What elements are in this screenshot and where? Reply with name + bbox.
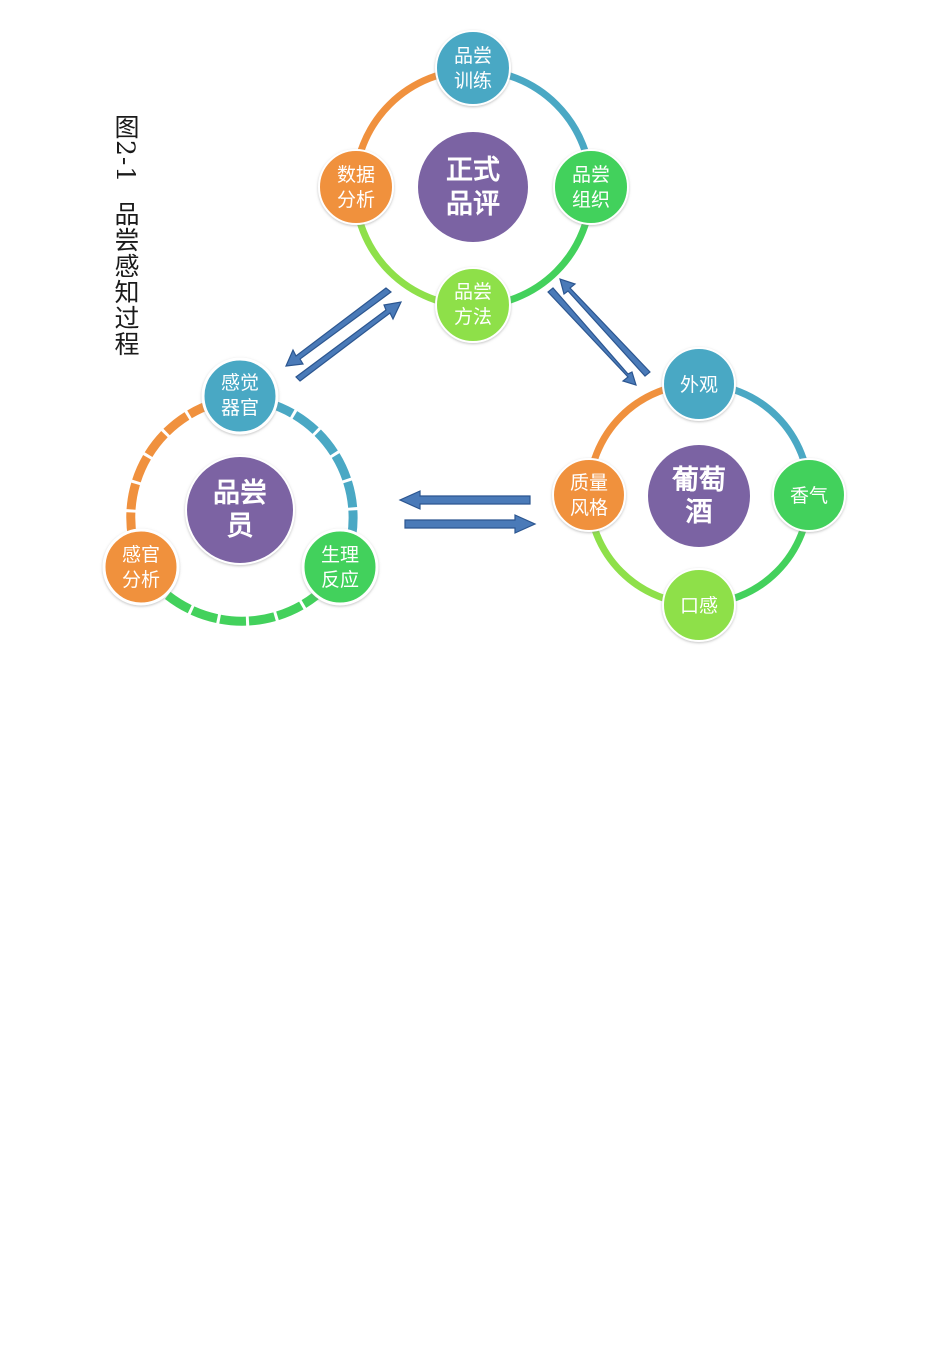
center-label-line2: 酒 xyxy=(686,497,713,528)
svg-text:品尝训练: 品尝训练 xyxy=(454,45,492,92)
svg-text:质量风格: 质量风格 xyxy=(570,472,608,519)
node-aroma: 香气 xyxy=(772,458,846,532)
node-mouthfeel: 口感 xyxy=(662,568,736,642)
center-label-line1: 葡萄 xyxy=(672,465,726,496)
node-quality-style: 质量风格 xyxy=(552,458,626,532)
svg-text:品尝员: 品尝员 xyxy=(213,478,267,542)
node-appearance: 外观 xyxy=(662,347,736,421)
svg-text:品尝方法: 品尝方法 xyxy=(454,281,492,328)
cycle-formal-evaluation: 正式品评 品尝训练 品尝组织 品尝方法 数据分析 xyxy=(318,30,629,343)
figure-title: 品尝感知过程 xyxy=(111,201,140,358)
svg-text:正式品评: 正式品评 xyxy=(446,155,500,220)
figure-caption: 图2-1 品尝感知过程 xyxy=(108,114,142,357)
svg-text:感觉器官: 感觉器官 xyxy=(221,372,259,419)
node-tasting-organization: 品尝组织 xyxy=(553,149,629,225)
center-label-line1: 品尝 xyxy=(213,478,267,509)
arrow-formal-to-taster xyxy=(285,287,392,367)
center-label-line1: 正式 xyxy=(446,155,500,186)
svg-text:口感: 口感 xyxy=(680,595,718,617)
svg-text:数据分析: 数据分析 xyxy=(337,164,375,211)
node-tasting-method: 品尝方法 xyxy=(435,267,511,343)
svg-text:感官分析: 感官分析 xyxy=(122,544,160,591)
center-node xyxy=(185,455,295,565)
svg-text:葡萄酒: 葡萄酒 xyxy=(672,465,726,528)
svg-text:品尝组织: 品尝组织 xyxy=(572,164,610,211)
center-label-line2: 品评 xyxy=(446,189,500,220)
node-tasting-training: 品尝训练 xyxy=(435,30,511,106)
node-sensory-analysis: 感官分析 xyxy=(102,528,180,606)
svg-text:香气: 香气 xyxy=(790,485,828,507)
arrow-formal-to-wine xyxy=(547,287,637,386)
center-node xyxy=(418,132,528,242)
cycle-wine: 葡萄酒 外观 香气 口感 质量风格 xyxy=(552,347,846,642)
arrow-wine-to-taster xyxy=(398,490,531,510)
node-data-analysis: 数据分析 xyxy=(318,149,394,225)
svg-text:外观: 外观 xyxy=(680,374,718,396)
svg-text:生理反应: 生理反应 xyxy=(321,544,359,591)
cycle-taster: 品尝员 感觉器官 生理反应 感官分析 xyxy=(102,357,379,626)
center-node xyxy=(648,445,750,547)
center-label-line2: 员 xyxy=(227,511,254,542)
arrow-taster-to-formal xyxy=(295,301,403,382)
arrow-wine-to-formal xyxy=(559,278,651,377)
node-physiological-reaction: 生理反应 xyxy=(301,528,379,606)
arrows xyxy=(285,278,651,534)
figure-number: 图2-1 xyxy=(111,114,140,184)
node-sensory-organs: 感觉器官 xyxy=(201,357,279,435)
arrow-taster-to-wine xyxy=(404,514,537,534)
